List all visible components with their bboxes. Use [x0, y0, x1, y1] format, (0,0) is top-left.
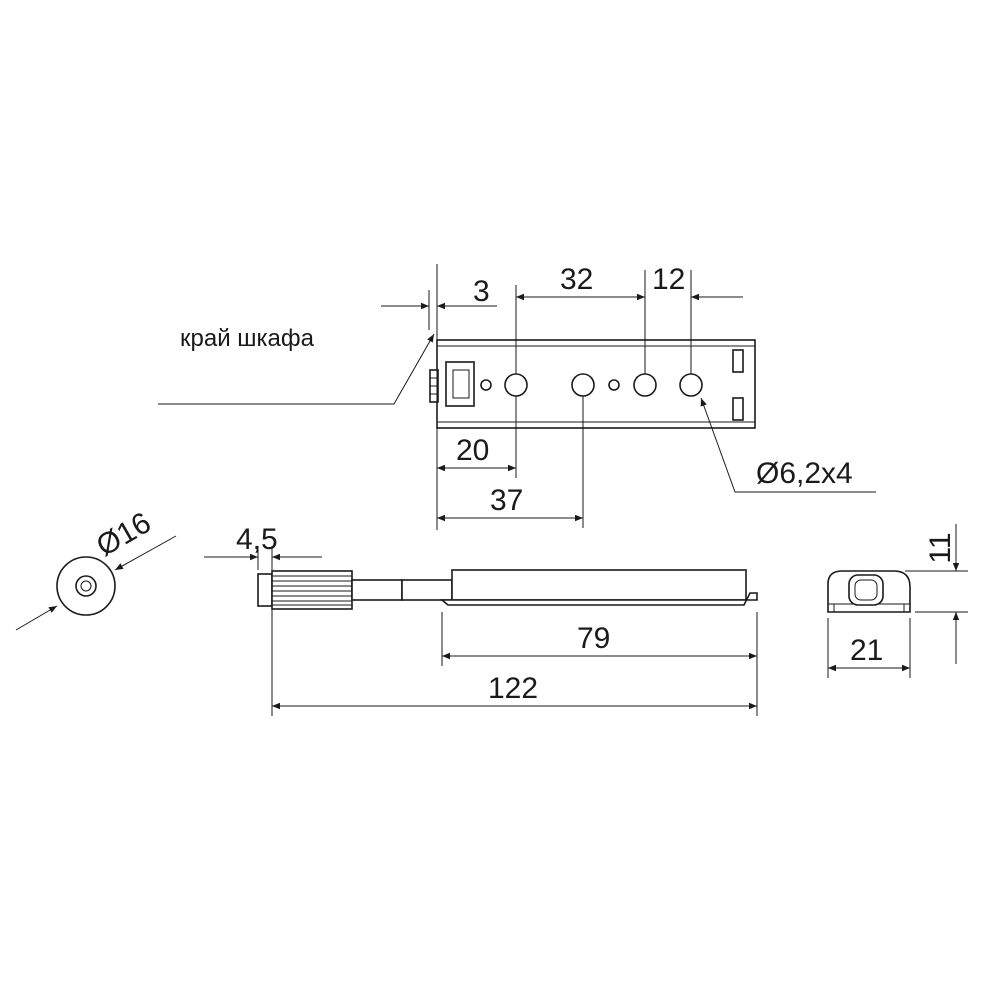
pad-center: [80, 580, 92, 592]
dim-21-label: 21: [850, 634, 883, 667]
dim-d16-arrow-right: [114, 535, 177, 571]
hole-spec-leader: [700, 397, 876, 493]
dim-3-label: 3: [473, 275, 490, 308]
latch-front-view: [827, 570, 911, 613]
connector-slot: [452, 369, 470, 399]
connector-block: [445, 361, 475, 407]
dim-79-label: 79: [577, 622, 610, 655]
latch-base: [439, 592, 758, 606]
cabinet-edge-label: край шкафа: [180, 325, 315, 352]
dim-37-label: 37: [490, 484, 523, 517]
mounting-hole-4: [679, 373, 703, 397]
dim-d16-label: Ø16: [91, 506, 157, 563]
latch-rod-1: [351, 579, 403, 601]
latch-body: [451, 569, 747, 601]
mounting-hole-3: [633, 373, 657, 397]
cabinet-edge-leader: [158, 333, 435, 405]
mounting-plate-top-view: [429, 339, 756, 429]
dim-32-label: 32: [560, 263, 593, 296]
dim-11-label: 11: [924, 532, 957, 563]
small-hole-2: [608, 379, 620, 391]
right-slot-top: [732, 349, 744, 373]
dim-12-label: 12: [652, 263, 685, 296]
right-slot-bottom: [732, 397, 744, 421]
mounting-hole-2: [571, 373, 595, 397]
dim-d16-arrow-left: [15, 605, 58, 631]
knurled-sleeve: [271, 570, 353, 610]
latch-tip: [257, 573, 273, 607]
push-latch-side-view: [257, 569, 758, 610]
front-plunger: [848, 574, 884, 606]
mounting-hole-1: [504, 373, 528, 397]
dim-20-label: 20: [456, 434, 489, 467]
pad-end-view: [56, 556, 116, 616]
knurl-lines: [272, 575, 352, 606]
front-plunger-inner: [854, 579, 878, 601]
small-hole-1: [480, 379, 492, 391]
hole-spec-label: Ø6,2x4: [756, 457, 853, 490]
pad-inner-circle: [75, 575, 97, 597]
dim-4-5-label: 4,5: [236, 523, 278, 556]
dim-122-label: 122: [488, 672, 538, 705]
latch-rod-2: [401, 579, 453, 601]
